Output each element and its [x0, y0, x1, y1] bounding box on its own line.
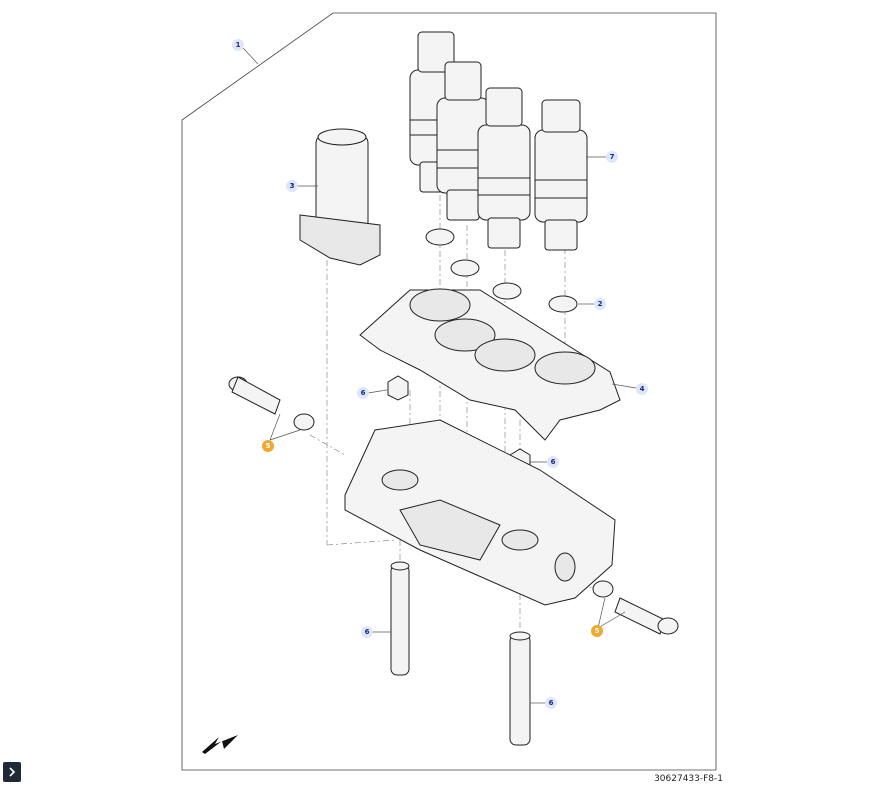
callout-6[interactable]: 6: [357, 387, 369, 399]
injector[interactable]: [534, 99, 588, 251]
leader-lines: [242, 47, 637, 704]
callout-6[interactable]: 6: [545, 697, 557, 709]
callout-7[interactable]: 7: [606, 151, 618, 163]
injector[interactable]: [477, 87, 531, 249]
nut-part[interactable]: [387, 375, 409, 401]
drawing-id-label: 30627433-F8-1: [654, 774, 723, 784]
svg-text:6: 6: [549, 699, 554, 707]
o-ring[interactable]: [425, 228, 455, 246]
svg-text:6: 6: [365, 628, 370, 636]
expand-panel-button[interactable]: [3, 762, 21, 782]
callout-5[interactable]: 5: [262, 440, 274, 452]
stud-part[interactable]: [509, 631, 531, 746]
stud-part[interactable]: [390, 561, 410, 676]
callout-4[interactable]: 4: [636, 383, 648, 395]
o-ring[interactable]: [548, 295, 578, 313]
svg-text:2: 2: [598, 300, 603, 308]
o-ring[interactable]: [492, 282, 522, 300]
callout-3[interactable]: 3: [286, 180, 298, 192]
callout-5[interactable]: 5: [591, 625, 603, 637]
bolt-left[interactable]: [228, 376, 315, 431]
bolt-right[interactable]: [592, 580, 679, 635]
sensor-part[interactable]: [299, 128, 381, 266]
callout-2[interactable]: 2: [594, 298, 606, 310]
svg-text:1: 1: [236, 41, 241, 49]
arrow-icon: [202, 735, 238, 754]
injector-group: [409, 31, 588, 251]
callout-6[interactable]: 6: [547, 456, 559, 468]
o-ring[interactable]: [450, 259, 480, 277]
svg-text:5: 5: [595, 627, 600, 635]
svg-text:3: 3: [290, 182, 295, 190]
callout-1[interactable]: 1: [232, 39, 244, 51]
o-ring-group: [425, 228, 578, 313]
svg-text:5: 5: [266, 442, 271, 450]
svg-text:6: 6: [361, 389, 366, 397]
svg-text:4: 4: [640, 385, 645, 393]
svg-text:6: 6: [551, 458, 556, 466]
assembly-frame: [181, 12, 717, 771]
base-housing[interactable]: [344, 419, 616, 606]
svg-text:7: 7: [610, 153, 615, 161]
chevron-right-icon: [9, 767, 16, 777]
callout-6[interactable]: 6: [361, 626, 373, 638]
upper-housing[interactable]: [359, 288, 621, 441]
